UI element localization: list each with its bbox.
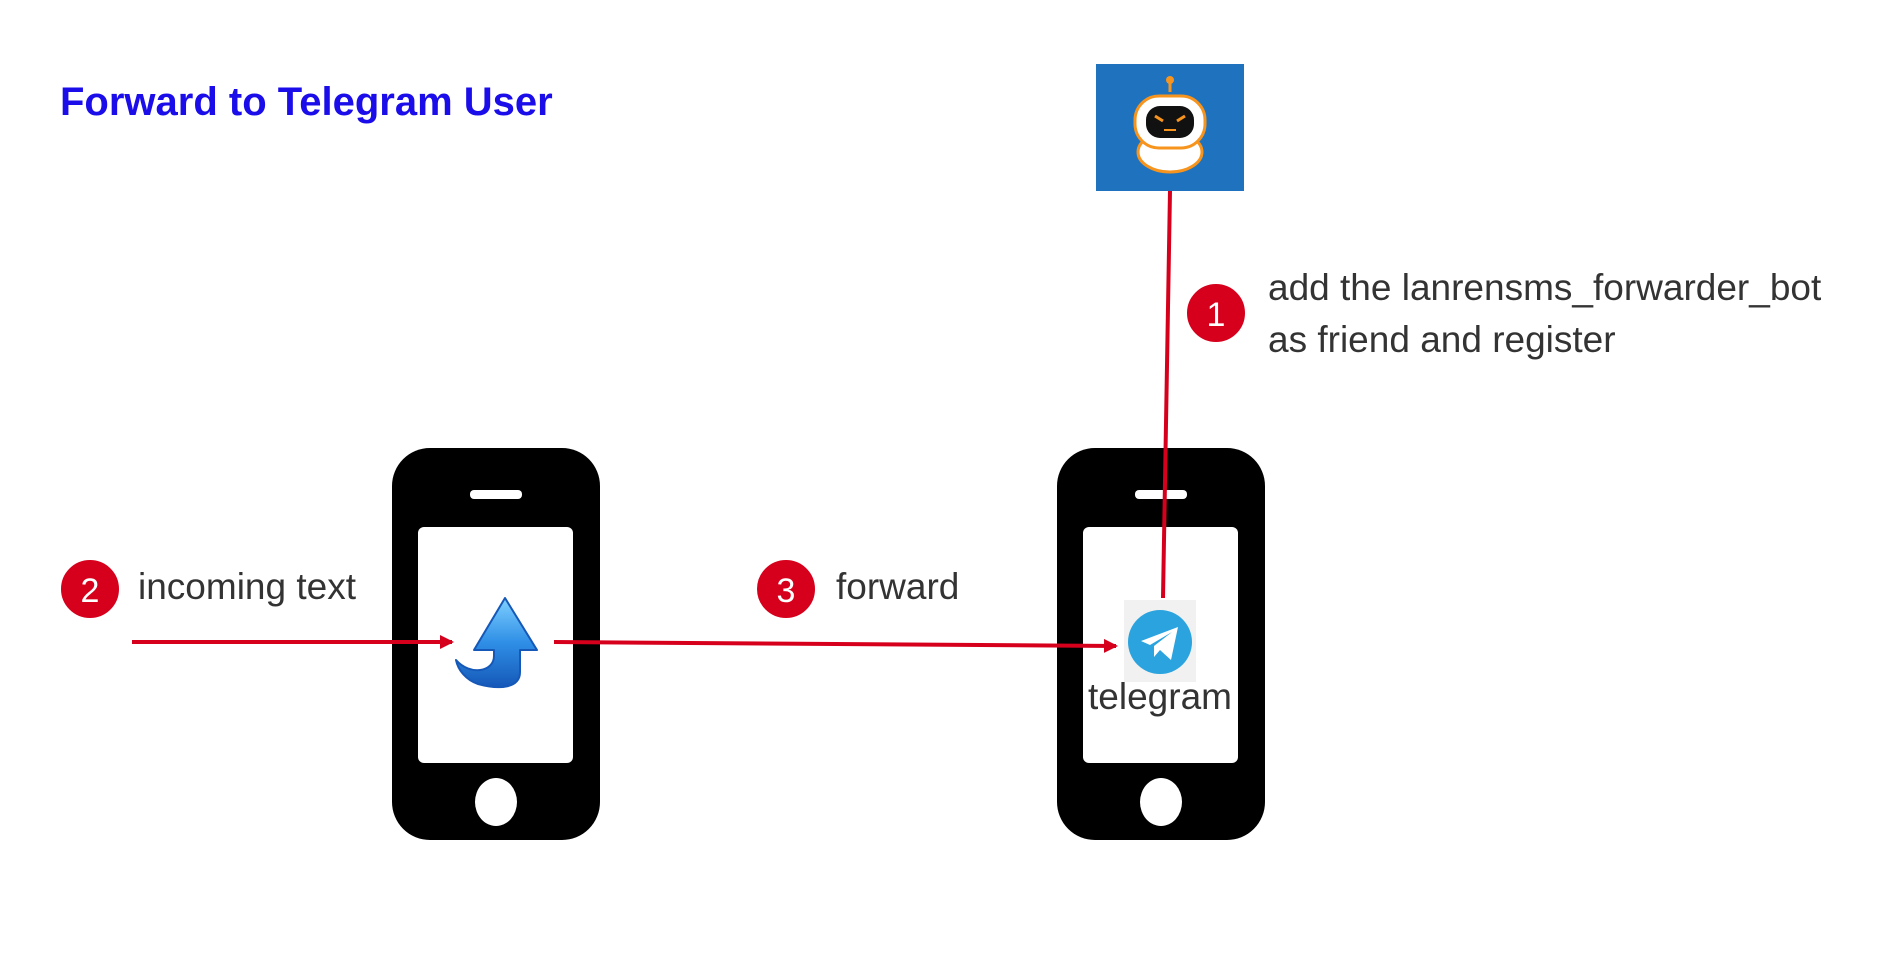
svg-text:3: 3 [777, 572, 796, 610]
step-1-line-1: add the lanrensms_forwarder_bot [1268, 267, 1822, 308]
svg-text:1: 1 [1207, 296, 1226, 334]
page-title: Forward to Telegram User [60, 80, 553, 124]
step-1-line-2: as friend and register [1268, 319, 1616, 360]
step-2-description: incoming text [138, 561, 356, 613]
step-3-description: forward [836, 561, 959, 613]
step-1-description: add the lanrensms_forwarder_bot as frien… [1268, 262, 1821, 366]
robot-icon [1096, 64, 1244, 191]
bot-connector-line [1161, 190, 1172, 599]
telegram-label: telegram [1088, 676, 1232, 717]
step-badge-1: 1 [1185, 282, 1247, 344]
step-badge-3: 3 [755, 558, 817, 620]
step-3-line-1: forward [836, 566, 960, 607]
forward-arrow [553, 638, 1118, 653]
upload-arrow-icon [455, 597, 538, 689]
step-2-line-1: incoming text [138, 566, 356, 607]
step-badge-2: 2 [59, 558, 121, 620]
telegram-icon [1124, 600, 1196, 682]
svg-text:2: 2 [81, 572, 100, 610]
